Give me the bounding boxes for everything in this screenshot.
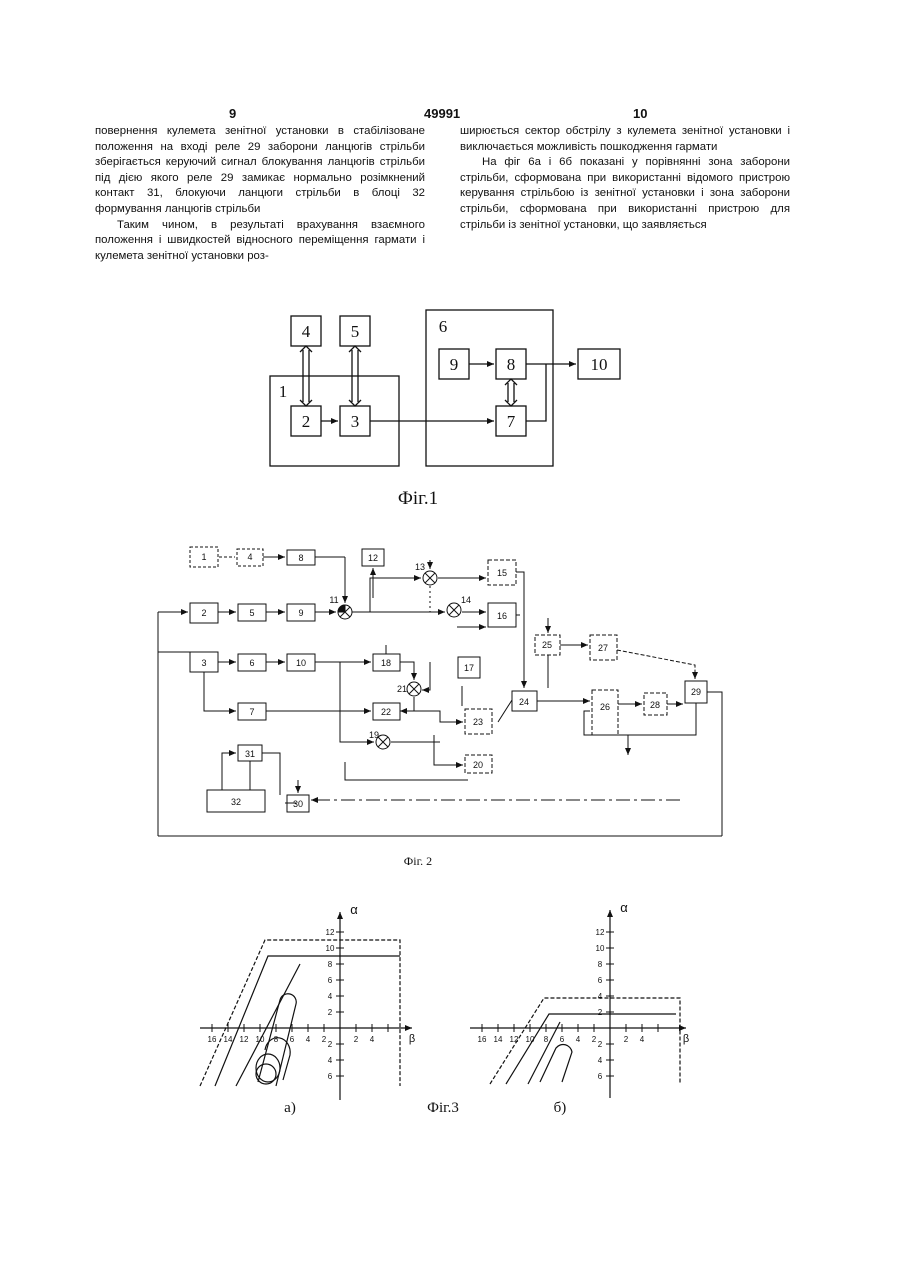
fig3b-xtick: 8 [544, 1035, 549, 1044]
fig2-block-16: 16 [497, 611, 507, 621]
fig3b-xtick: 10 [526, 1035, 535, 1044]
fig3-caption: Фіг.3 [427, 1100, 459, 1116]
fig3a-beta-label: β [409, 1033, 415, 1045]
figure-3b [470, 910, 686, 1098]
fig3b-xtick: 4 [576, 1035, 581, 1044]
fig3b-ytick: 10 [596, 944, 605, 953]
fig3b-ytick: 2 [598, 1008, 603, 1017]
fig3a-label: а) [284, 1100, 296, 1116]
fig2-block-3: 3 [201, 658, 206, 668]
fig3b-xtick: 2 [592, 1035, 597, 1044]
fig3b-label: б) [554, 1100, 567, 1116]
fig1-label-6: 6 [439, 317, 448, 336]
fig1-label-10: 10 [591, 355, 608, 374]
fig3a-ytick: 6 [328, 1072, 333, 1081]
fig3a-xtick: 10 [256, 1035, 265, 1044]
fig1-caption: Фіг.1 [398, 488, 438, 509]
fig2-caption: Фіг. 2 [404, 854, 432, 868]
fig2-node-14: 14 [461, 595, 471, 605]
figure-2 [158, 547, 722, 836]
fig1-label-4: 4 [302, 322, 311, 341]
fig3a-xtick: 16 [208, 1035, 217, 1044]
fig2-block-15: 15 [497, 568, 507, 578]
fig3b-ytick: 4 [598, 1056, 603, 1065]
fig3b-ytick: 2 [598, 1040, 603, 1049]
fig3b-xtick: 6 [560, 1035, 565, 1044]
fig2-block-1: 1 [201, 552, 206, 562]
fig3b-xtick: 16 [478, 1035, 487, 1044]
fig3b-xtick: 2 [624, 1035, 629, 1044]
fig3a-ytick: 8 [328, 960, 333, 969]
fig2-block-26: 26 [600, 702, 610, 712]
fig3a-ytick: 10 [326, 944, 335, 953]
fig2-block-6: 6 [249, 658, 254, 668]
fig1-label-2: 2 [302, 412, 311, 431]
fig2-block-8: 8 [298, 553, 303, 563]
fig1-label-5: 5 [351, 322, 360, 341]
fig2-block-20: 20 [473, 760, 483, 770]
fig2-block-12: 12 [368, 553, 378, 563]
fig2-block-31: 31 [245, 749, 255, 759]
fig2-block-5: 5 [249, 608, 254, 618]
fig3b-ytick: 12 [596, 928, 605, 937]
fig3a-alpha-label: α [350, 902, 358, 917]
fig3a-xtick: 6 [290, 1035, 295, 1044]
fig3a-ytick: 4 [328, 1056, 333, 1065]
fig3a-ytick: 4 [328, 992, 333, 1001]
fig2-block-28: 28 [650, 700, 660, 710]
fig3a-xtick: 2 [354, 1035, 359, 1044]
fig3a-ytick: 2 [328, 1008, 333, 1017]
fig2-node-21: 21 [397, 684, 407, 694]
fig1-label-8: 8 [507, 355, 516, 374]
fig3a-xtick: 14 [224, 1035, 233, 1044]
fig2-block-29: 29 [691, 687, 701, 697]
fig2-block-9: 9 [298, 608, 303, 618]
figure-3a [200, 912, 412, 1100]
fig2-block-32: 32 [231, 797, 241, 807]
fig3b-alpha-label: α [620, 900, 628, 915]
fig3b-ytick: 6 [598, 976, 603, 985]
fig3a-ytick: 2 [328, 1040, 333, 1049]
fig2-block-2: 2 [201, 608, 206, 618]
fig2-block-24: 24 [519, 697, 529, 707]
fig3b-beta-label: β [683, 1033, 689, 1045]
fig3a-xtick: 8 [274, 1035, 279, 1044]
fig1-label-7: 7 [507, 412, 516, 431]
fig2-block-30: 30 [293, 799, 303, 809]
fig3b-ytick: 6 [598, 1072, 603, 1081]
fig2-block-27: 27 [598, 643, 608, 653]
fig3a-ytick: 6 [328, 976, 333, 985]
fig2-block-4: 4 [247, 552, 252, 562]
fig2-node-13: 13 [415, 562, 425, 572]
fig3a-xtick: 2 [322, 1035, 327, 1044]
fig3b-xtick: 14 [494, 1035, 503, 1044]
fig3a-xtick: 12 [240, 1035, 249, 1044]
fig2-node-11: 11 [329, 595, 338, 605]
fig2-block-17: 17 [464, 663, 474, 673]
fig3a-xtick: 4 [306, 1035, 311, 1044]
fig3b-xtick: 12 [510, 1035, 519, 1044]
fig2-block-25: 25 [542, 640, 552, 650]
fig3b-ytick: 8 [598, 960, 603, 969]
fig1-label-3: 3 [351, 412, 360, 431]
fig2-block-22: 22 [381, 707, 391, 717]
fig2-block-23: 23 [473, 717, 483, 727]
fig2-block-18: 18 [381, 658, 391, 668]
fig2-block-10: 10 [296, 658, 306, 668]
fig2-node-19: 19 [369, 730, 379, 740]
fig3a-ytick: 12 [326, 928, 335, 937]
fig1-label-9: 9 [450, 355, 459, 374]
fig3b-xtick: 4 [640, 1035, 645, 1044]
fig3b-ytick: 4 [598, 992, 603, 1001]
fig2-block-7: 7 [249, 707, 254, 717]
fig3a-xtick: 4 [370, 1035, 375, 1044]
fig1-label-1: 1 [279, 382, 288, 401]
